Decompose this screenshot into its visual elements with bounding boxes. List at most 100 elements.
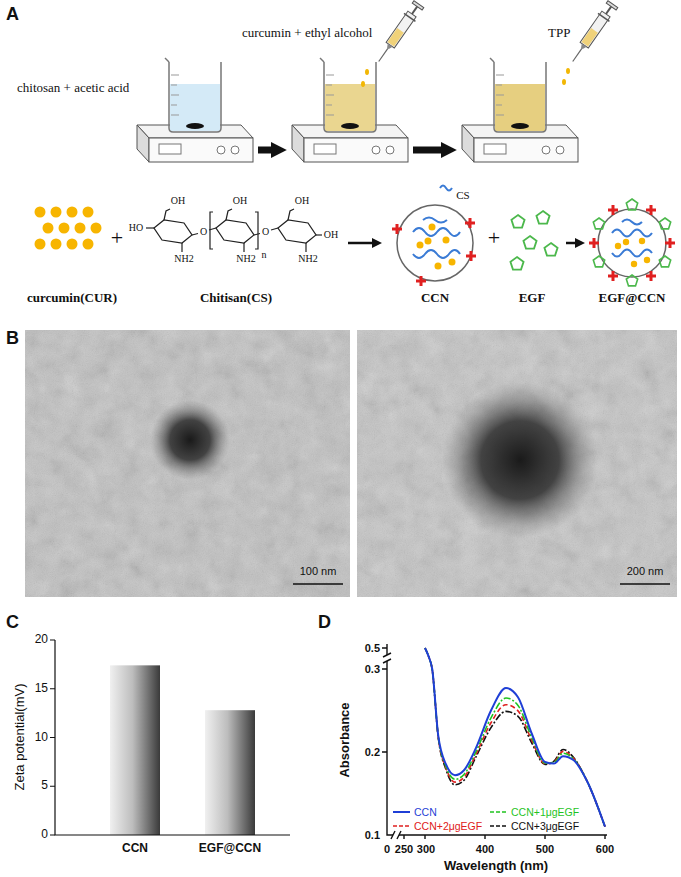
flow-arrow [348,242,374,245]
droplet [365,69,369,75]
egf-ccn-particle [646,205,656,215]
scale-bar-label: 200 nm [627,565,664,578]
atom-label: OH [295,195,309,207]
atom-label: HO [129,222,143,234]
chart-axis [383,653,391,663]
repeat-index: n [262,249,267,261]
category-label: CCN [122,842,148,856]
syringe [567,0,619,65]
legend-line [393,825,410,827]
tem-image [150,400,230,480]
bar [205,710,255,835]
chart-axis [387,644,607,835]
tick-label: 0.2 [365,746,380,759]
legend-line [490,811,507,813]
beaker-stirrer: TPP [460,55,580,165]
egf-ccn-particle [589,238,599,248]
tick-label: 0.3 [365,663,380,676]
beaker [165,58,546,132]
legend-label: CCN+2μgEGF [414,820,482,832]
tick-label: 250 [395,843,413,856]
tick-label: 300 [417,843,435,856]
node-label: CCN [421,291,449,306]
ccn-particle [466,251,476,261]
egf-ccn-particle [598,209,666,277]
curcumin-dot [35,239,46,250]
axis-title: Wavelength (nm) [444,859,548,874]
beaker-stirrer: curcumin + ethyl alcohol [290,55,410,165]
node-label: chitosan + acetic acid [17,81,129,96]
scale-bar-label: 100 nm [300,565,337,578]
tick-label: 600 [596,843,614,856]
scale-bar [620,583,670,585]
droplet [361,68,570,87]
egf-ccn-particle [593,256,604,267]
spectrum-curve [425,648,605,827]
atom-label: NH2 [236,253,255,265]
egf-molecule [511,215,524,228]
tick-label: 15 [35,682,48,696]
chart-axis [50,640,55,835]
egf-ccn-particle [659,256,670,267]
tick-label: 0 [384,843,390,856]
ccn-particle [417,224,456,270]
egf-ccn-particle [665,238,675,248]
egf-ccn-particle [631,261,637,267]
chitosan-structure: Chitisan(CS) [128,188,345,310]
curcumin-dot [91,223,102,234]
egf-ccn-particle [615,243,621,249]
scale-bar [293,583,670,585]
legend-label: CCN+1μgEGF [511,806,579,818]
beaker-stirrer: chitosan + acetic acid [135,55,255,165]
node-label: Chitisan(CS) [200,291,272,306]
egf-ccn-particle [593,218,604,229]
atom-label: NH2 [298,253,317,265]
egf-ccn-particle [612,250,652,257]
spectrum-curve [425,648,605,827]
chitosan-structure [182,243,306,252]
curcumin-dot [35,207,46,218]
egf-ccn-particle [589,199,675,286]
flow-arrow [258,147,274,154]
panel-letter: B [6,328,19,349]
egf-ccn-particle [608,271,618,281]
ccn-particle [392,224,402,234]
atom-label: O [200,226,207,238]
egf-ccn-particle [644,257,650,263]
chart-axis [404,835,605,839]
ccn-particle [416,276,426,286]
chart-axis [391,831,401,839]
atom-label: OH [171,195,185,207]
ccn-particle: CSCCN [385,183,485,310]
beaker [320,58,376,132]
egf-molecule [510,211,557,270]
chitosan-structure [255,212,258,249]
tick-label: 400 [476,843,494,856]
curcumin-dot [43,223,54,234]
beaker-liquid [170,84,545,131]
droplet [562,79,566,85]
chart-axis [382,648,387,752]
tick-label: 20 [35,633,48,647]
egf-ccn-particle [626,275,637,286]
egf-ccn-particle [623,239,629,245]
chitosan-structure [146,227,154,228]
tick-label: 0.1 [365,829,380,842]
egf-ccn-particle [612,230,652,237]
panel-letter: A [6,4,19,25]
chitosan-structure [146,209,322,252]
spectrum-curve [425,648,605,827]
tick-label: 0 [41,828,48,842]
tem-image [25,330,350,597]
egf-ccn-particle [639,238,645,244]
scale-bar [293,583,343,585]
ccn-particle [413,186,460,259]
chitosan-structure [154,220,192,243]
node-label: EGF@CCN [599,291,666,306]
ccn-particle [423,218,447,223]
ccn-particle [425,238,432,245]
egf-ccn-particle [659,218,670,229]
ccn-particle [443,237,450,244]
plus-sign: + [488,225,500,250]
curcumin-dots: curcumin(CUR) [18,200,126,310]
